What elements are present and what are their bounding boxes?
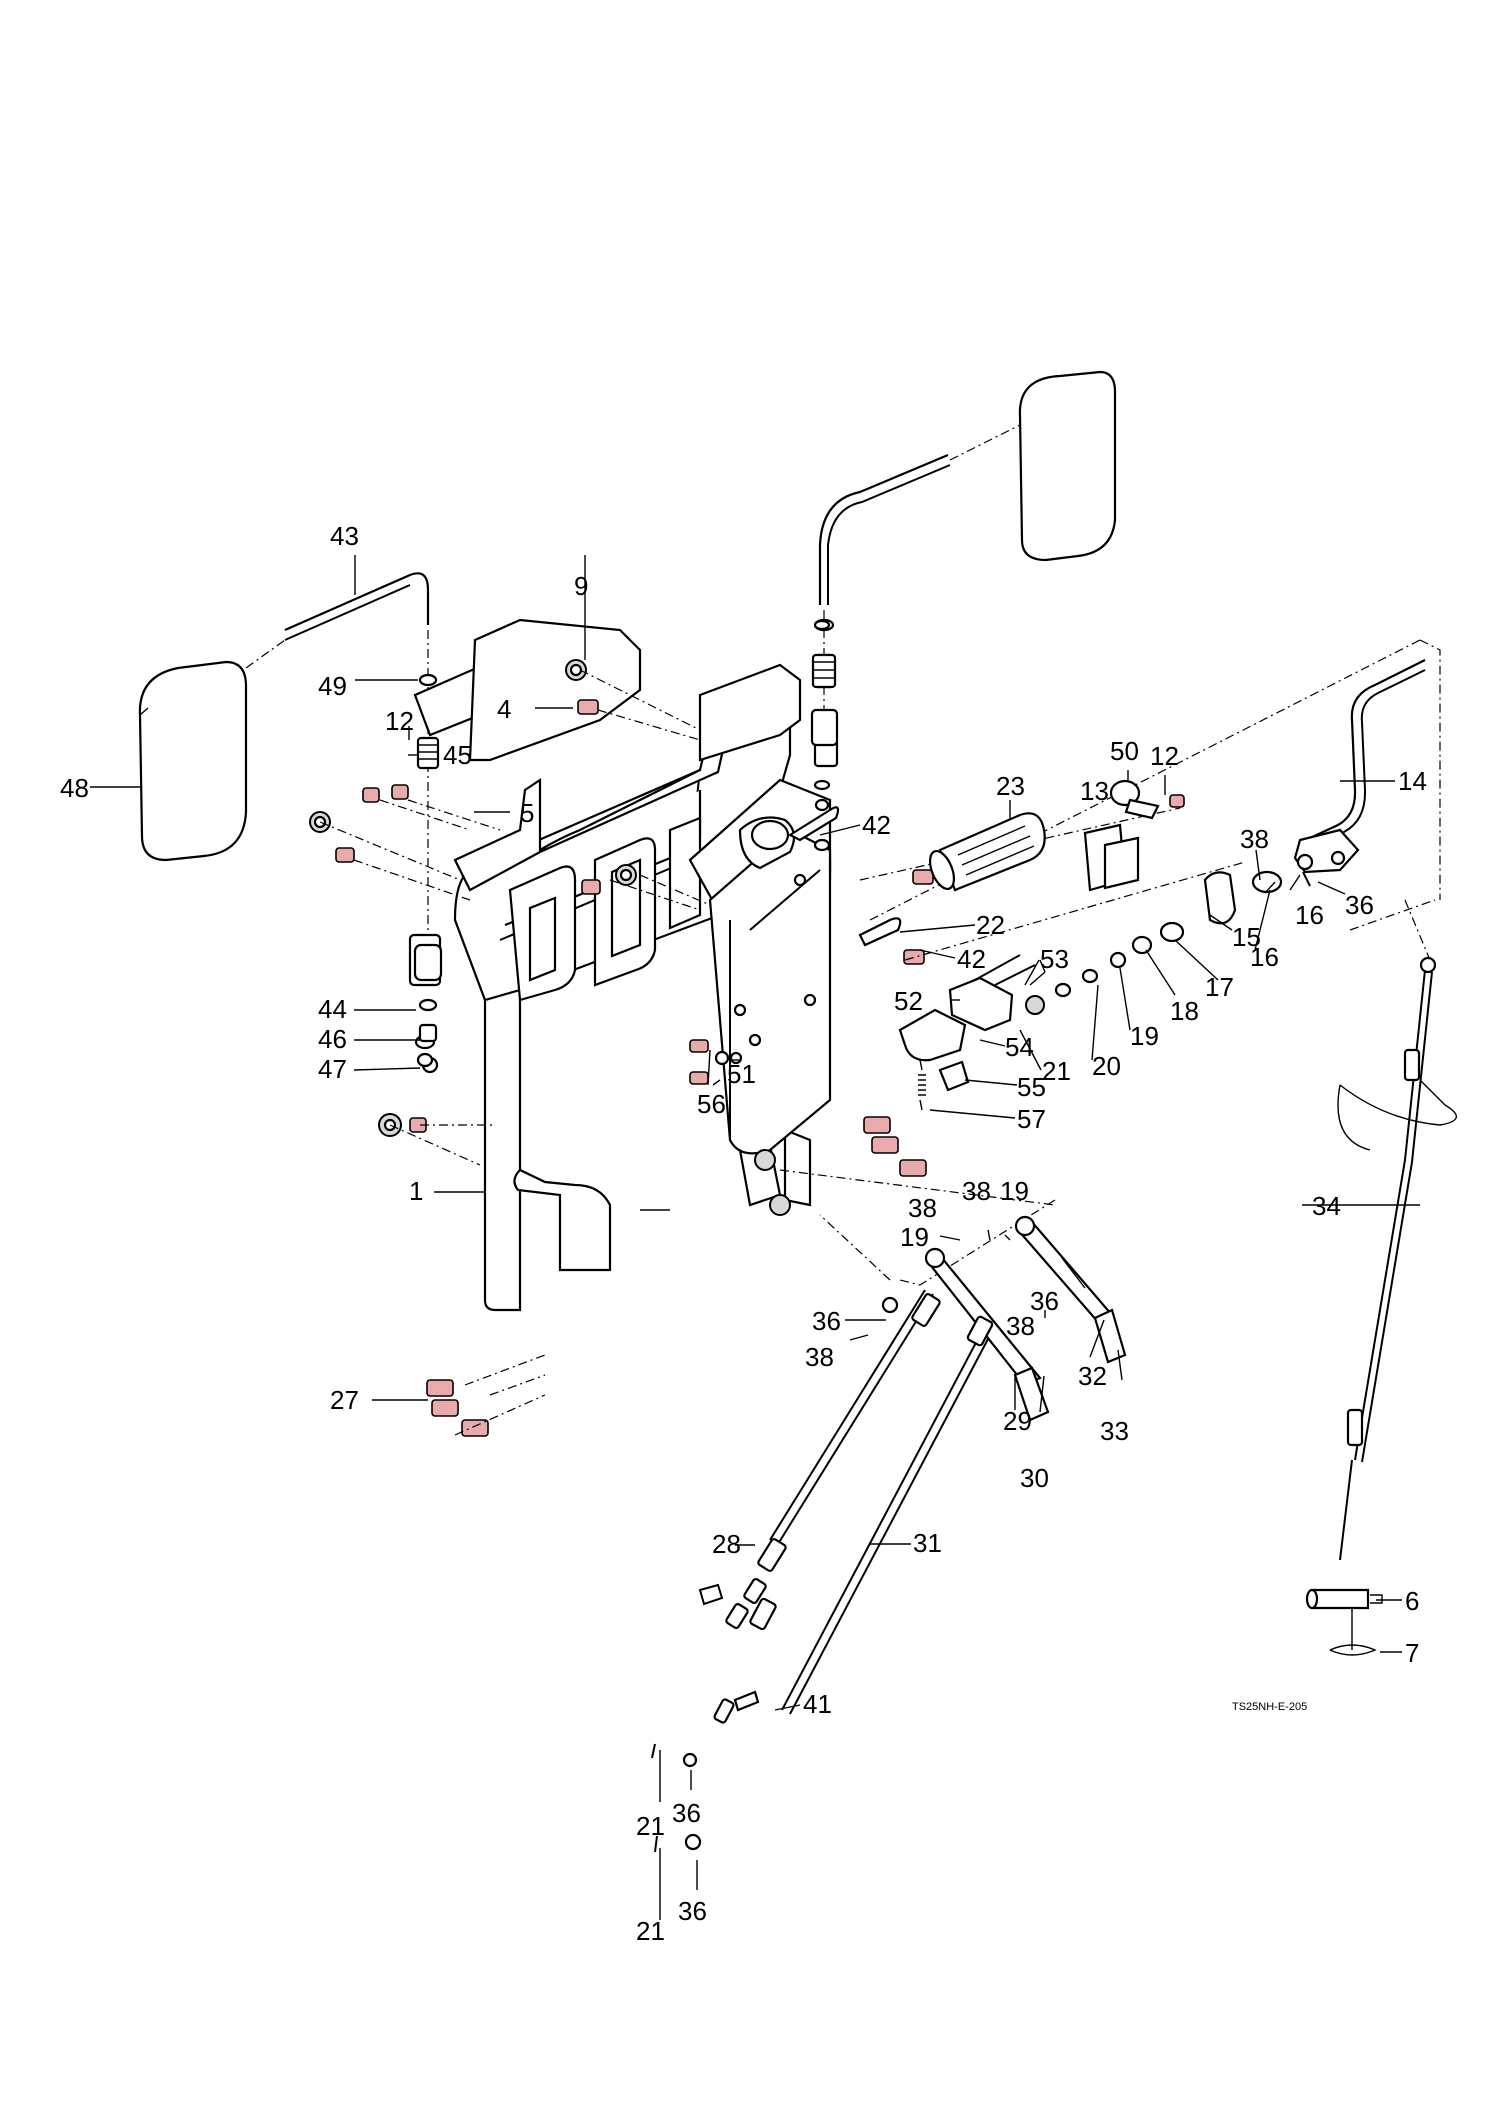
label-42-lower: 42 — [957, 944, 986, 974]
cable-34 — [1305, 956, 1457, 1656]
block-55 — [938, 1060, 970, 1092]
plate-54 — [898, 1008, 967, 1062]
label-45: 45 — [443, 740, 472, 770]
label-9: 9 — [574, 571, 588, 601]
label-55: 55 — [1017, 1072, 1046, 1102]
label-4: 4 — [497, 694, 511, 724]
label-53: 53 — [1040, 944, 1069, 974]
label-20: 20 — [1092, 1051, 1121, 1081]
label-19-right: 19 — [1130, 1021, 1159, 1051]
label-13: 13 — [1080, 776, 1109, 806]
label-52: 52 — [894, 986, 923, 1016]
left-pin-parts — [413, 673, 443, 1043]
label-31: 31 — [913, 1528, 942, 1558]
label-16-upper: 16 — [1295, 900, 1324, 930]
label-50: 50 — [1110, 736, 1139, 766]
label-12-right: 12 — [1150, 741, 1179, 771]
callout-labels: 48 43 49 12 45 5 9 4 44 46 47 1 27 42 23… — [60, 521, 1427, 1946]
label-48: 48 — [60, 773, 89, 803]
label-5: 5 — [520, 798, 534, 828]
label-38-mid-a: 38 — [908, 1193, 937, 1223]
left-mirror — [138, 660, 248, 862]
label-22: 22 — [976, 910, 1005, 940]
drawing-code: TS25NH-E-205 — [1232, 1701, 1307, 1713]
label-36-lower-b: 36 — [678, 1896, 707, 1926]
label-54: 54 — [1005, 1032, 1034, 1062]
label-32: 32 — [1078, 1361, 1107, 1391]
cable-28 — [725, 1289, 941, 1630]
alignment-lines — [319, 639, 1441, 1436]
label-36-lower-a: 36 — [672, 1798, 701, 1828]
lower-fittings — [651, 1583, 760, 1853]
label-36-mid: 36 — [1030, 1286, 1059, 1316]
label-21-lower-a: 21 — [636, 1811, 665, 1841]
label-16-lower: 16 — [1250, 942, 1279, 972]
label-57: 57 — [1017, 1104, 1046, 1134]
leader-lines — [90, 555, 1420, 1920]
label-27: 27 — [330, 1385, 359, 1415]
right-mirror — [1018, 370, 1117, 562]
center-bracket — [688, 778, 832, 1155]
label-28: 28 — [712, 1529, 741, 1559]
label-21-right: 21 — [1042, 1056, 1071, 1086]
right-mirror-stay — [813, 424, 1021, 760]
label-56: 56 — [697, 1089, 726, 1119]
label-1: 1 — [409, 1176, 423, 1206]
label-33: 33 — [1100, 1416, 1129, 1446]
label-34: 34 — [1312, 1191, 1341, 1221]
label-15: 15 — [1232, 922, 1261, 952]
clip-50 — [1109, 779, 1185, 820]
switch-13 — [1083, 823, 1140, 892]
right-pin-parts — [811, 653, 837, 689]
label-36-right: 36 — [1345, 890, 1374, 920]
label-23: 23 — [996, 771, 1025, 801]
label-36-left: 36 — [812, 1306, 841, 1336]
label-29: 29 — [1003, 1406, 1032, 1436]
label-21-lower-b: 21 — [636, 1916, 665, 1946]
label-38-right: 38 — [1240, 824, 1269, 854]
cable-31 — [684, 1315, 994, 1851]
left-mirror-stay — [245, 572, 430, 960]
clamp-upper — [787, 806, 840, 842]
bolts-53 — [974, 954, 1036, 986]
label-19-mid-b: 19 — [900, 1222, 929, 1252]
label-6: 6 — [1405, 1586, 1419, 1616]
label-14: 14 — [1398, 766, 1427, 796]
label-49: 49 — [318, 671, 347, 701]
label-38-mid-b: 38 — [962, 1176, 991, 1206]
lever-14 — [1293, 659, 1426, 874]
label-7: 7 — [1405, 1638, 1419, 1668]
spring-57 — [918, 1059, 926, 1111]
grip — [928, 812, 1046, 892]
label-38-left: 38 — [805, 1342, 834, 1372]
label-18: 18 — [1170, 996, 1199, 1026]
main-frame — [408, 618, 832, 1312]
label-51: 51 — [727, 1059, 756, 1089]
label-17: 17 — [1205, 972, 1234, 1002]
label-46: 46 — [318, 1024, 347, 1054]
label-19-mid-a: 19 — [1000, 1176, 1029, 1206]
label-12-left: 12 — [385, 706, 414, 736]
label-42-upper: 42 — [862, 810, 891, 840]
clamp-lower — [858, 917, 902, 947]
label-38-mid-c: 38 — [1006, 1311, 1035, 1341]
label-30: 30 — [1020, 1463, 1049, 1493]
label-43: 43 — [330, 521, 359, 551]
label-47: 47 — [318, 1054, 347, 1084]
label-41: 41 — [803, 1689, 832, 1719]
label-44: 44 — [318, 994, 347, 1024]
